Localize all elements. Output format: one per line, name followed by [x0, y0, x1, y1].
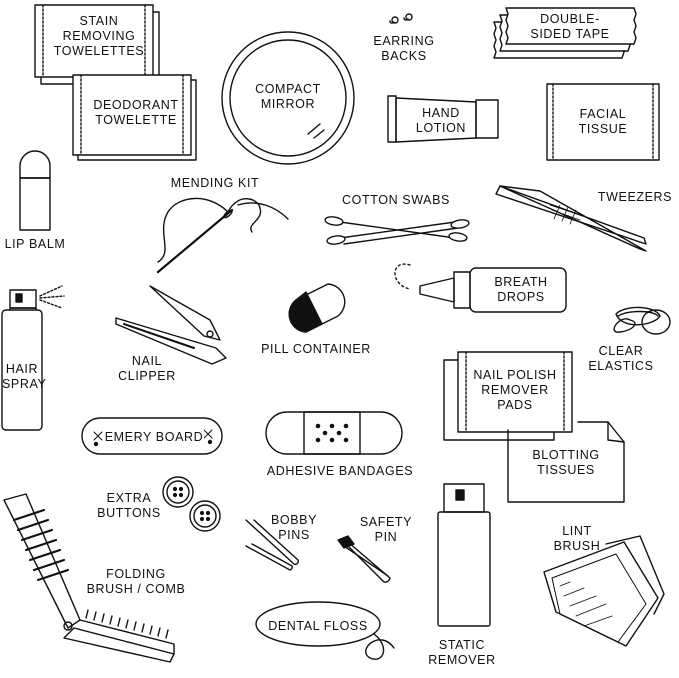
lip-balm-icon [19, 150, 51, 231]
extra-buttons-icon [162, 476, 221, 532]
label-double-sided-tape: DOUBLE-SIDED TAPE [530, 12, 610, 41]
label-adhesive-bandages: ADHESIVE BANDAGES [266, 464, 414, 478]
label-cotton-swabs: COTTON SWABS [342, 193, 450, 207]
lint-brush-icon [543, 535, 665, 647]
label-tweezers: TWEEZERS [597, 190, 673, 204]
blotting-tissues-icon [507, 421, 625, 503]
clear-elastics-icon [613, 306, 671, 335]
hair-spray-icon [1, 285, 65, 431]
hand-lotion-icon [387, 95, 499, 143]
safety-pin-icon [337, 535, 391, 583]
label-emery-board: EMERY BOARD [104, 430, 204, 445]
label-pill-container: PILL CONTAINER [261, 342, 371, 356]
nail-clipper-icon [115, 285, 227, 365]
label-dental-floss: DENTAL FLOSS [268, 619, 368, 633]
tweezers-icon [495, 185, 647, 252]
nail-polish-remover-pads-icon [443, 351, 573, 441]
deodorant-towelette-icon [72, 74, 197, 161]
bobby-pins-icon [245, 519, 299, 571]
earring-backs-icon [389, 13, 413, 24]
compact-mirror-icon [221, 31, 355, 165]
cotton-swabs-icon [324, 216, 470, 245]
folding-brush-comb-icon [3, 493, 175, 663]
breath-drops-icon [394, 263, 567, 313]
adhesive-bandage-icon [265, 411, 403, 455]
label-mending-kit: MENDING KIT [170, 176, 260, 190]
emery-board-icon [81, 417, 223, 455]
facial-tissue-icon [546, 83, 660, 161]
double-sided-tape-icon [493, 7, 637, 59]
label-lip-balm: LIP BALM [4, 237, 66, 251]
static-remover-icon [437, 483, 491, 627]
pill-container-icon [288, 283, 346, 333]
dental-floss-icon [255, 601, 395, 660]
mending-kit-icon [156, 197, 289, 274]
